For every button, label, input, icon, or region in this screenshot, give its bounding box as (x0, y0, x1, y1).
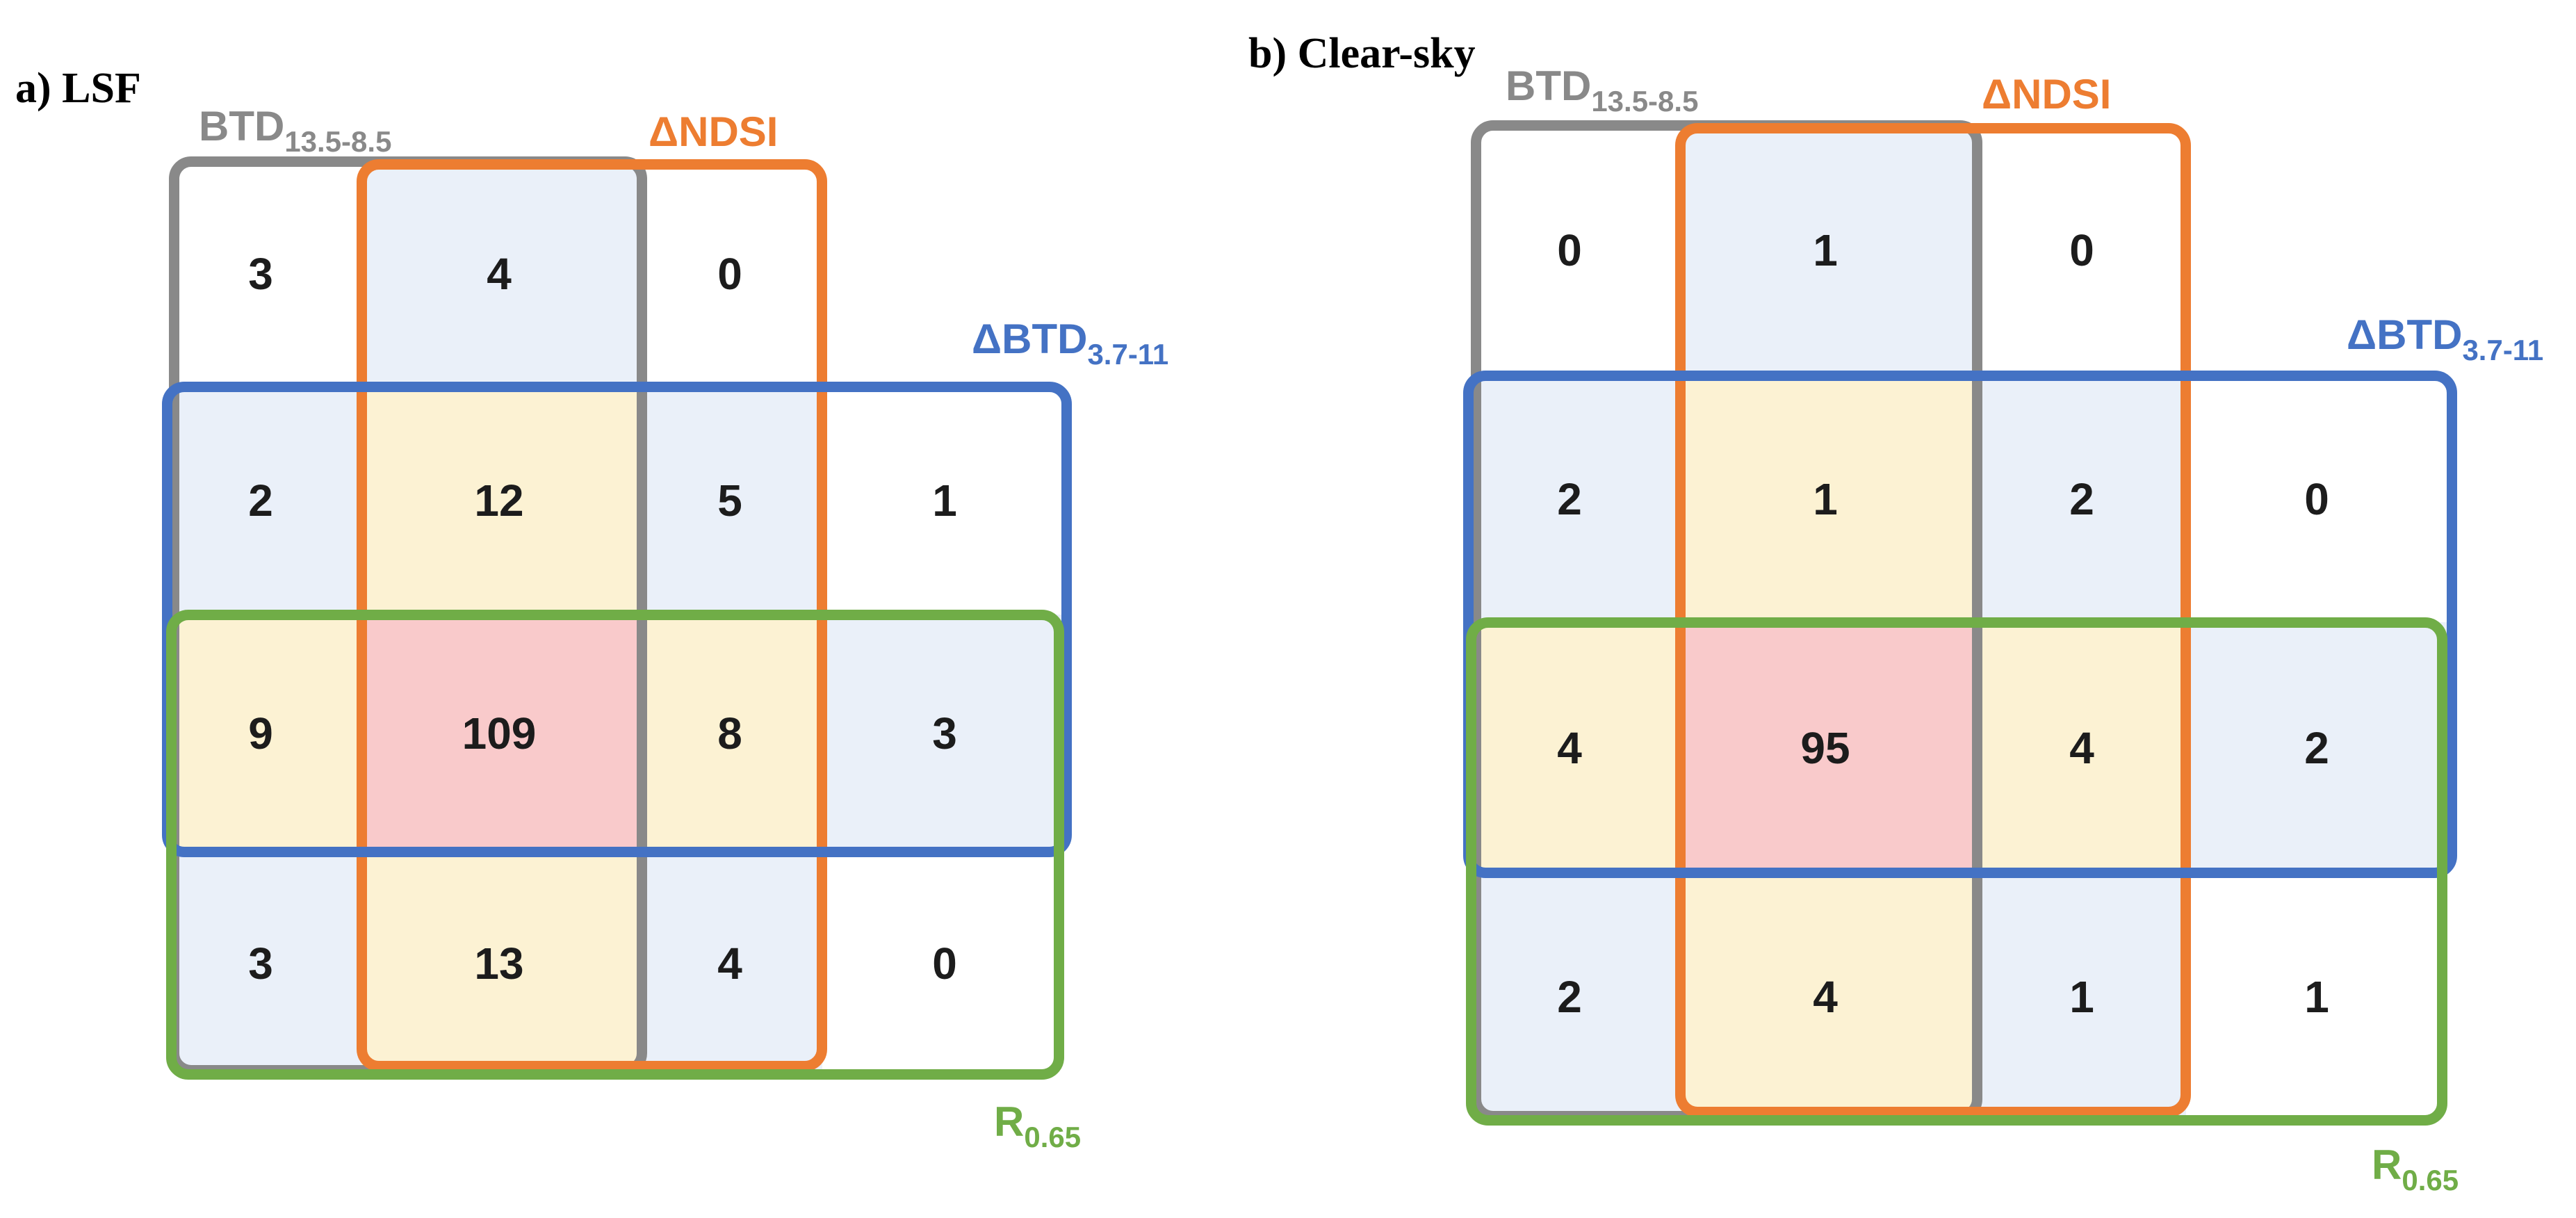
venn-count-b-r3c1: 4 (1557, 723, 1582, 773)
venn-count-b-r2c1: 2 (1557, 474, 1582, 524)
venn-count-b-r1c1: 0 (1557, 225, 1582, 275)
venn-count-b-r4c3: 1 (2069, 972, 2094, 1022)
venn-count-a-r3c4: 3 (932, 708, 957, 758)
cell-fill-b-r3c3 (1978, 622, 2186, 873)
venn-count-b-r1c2: 1 (1813, 225, 1838, 275)
set-label-ndsi-b-main: ΔNDSI (1982, 71, 2112, 117)
cell-fill-b-r4c2 (1680, 873, 1978, 1121)
cell-fill-b-r3c2 (1680, 622, 1978, 873)
set-label-btd-b: BTD13.5-8.5 (1506, 63, 1698, 116)
cell-fill-a-r4c3 (637, 852, 822, 1075)
panel-b-title: b) Clear-sky (1248, 30, 1476, 77)
set-label-btd-a-main: BTD (199, 103, 285, 149)
set-label-dbtd-b-main: ΔBTD (2347, 311, 2463, 358)
cell-fill-a-r2c2 (361, 387, 637, 615)
cell-fill-b-r1c2 (1680, 128, 1978, 375)
venn-count-a-r1c1: 3 (248, 249, 273, 299)
venn-count-a-r4c3: 4 (717, 939, 742, 989)
set-label-btd-a: BTD13.5-8.5 (199, 103, 391, 156)
venn-count-b-r2c3: 2 (2069, 474, 2094, 524)
set-label-ndsi-b: ΔNDSI (1982, 74, 2111, 115)
cell-fill-b-r3c4 (2186, 622, 2447, 873)
venn-count-a-r2c3: 5 (717, 476, 742, 526)
cell-fill-b-r2c1 (1476, 375, 1680, 622)
cell-fill-b-r3c1 (1476, 622, 1680, 873)
cell-fill-a-r3c4 (822, 615, 1067, 852)
set-label-btd-b-sub: 13.5-8.5 (1591, 85, 1699, 117)
venn-count-a-r1c3: 0 (717, 249, 742, 299)
set-label-r065-b-sub: 0.65 (2402, 1164, 2459, 1196)
set-label-r065-b: R0.65 (2372, 1142, 2459, 1195)
venn-count-b-r3c4: 2 (2304, 723, 2329, 773)
venn-count-b-r4c1: 2 (1557, 972, 1582, 1022)
venn-count-a-r4c1: 3 (248, 939, 273, 989)
set-label-r065-a: R0.65 (994, 1098, 1081, 1152)
venn-count-b-r4c2: 4 (1813, 972, 1838, 1022)
set-label-dbtd-a-sub: 3.7-11 (1087, 338, 1169, 371)
cell-fill-a-r3c2 (361, 615, 637, 852)
venn-count-b-r3c2: 95 (1800, 723, 1850, 773)
venn-count-a-r4c2: 13 (474, 939, 524, 989)
set-label-dbtd-b: ΔBTD3.7-11 (2347, 311, 2543, 365)
set-label-dbtd-b-sub: 3.7-11 (2462, 334, 2544, 366)
venn-count-a-r2c1: 2 (248, 476, 273, 526)
venn-count-a-r3c1: 9 (248, 708, 273, 758)
set-rect-r065-a (166, 610, 1064, 1080)
cell-fill-a-r2c1 (174, 387, 361, 615)
venn-count-a-r2c4: 1 (932, 476, 957, 526)
venn-count-a-r3c2: 109 (462, 708, 537, 758)
set-label-dbtd-a-main: ΔBTD (972, 316, 1088, 362)
venn-count-b-r1c3: 0 (2069, 225, 2094, 275)
set-label-ndsi-a-main: ΔNDSI (649, 108, 778, 155)
panel-a-title: a) LSF (15, 65, 141, 112)
cell-fill-a-r3c1 (174, 615, 361, 852)
venn-count-a-r2c2: 12 (474, 476, 524, 526)
cell-fill-b-r4c3 (1978, 873, 2186, 1121)
set-label-ndsi-a: ΔNDSI (649, 111, 778, 153)
set-label-r065-a-main: R (994, 1098, 1025, 1145)
cell-fill-a-r4c1 (174, 852, 361, 1075)
venn-count-b-r3c3: 4 (2069, 723, 2094, 773)
venn-count-a-r4c4: 0 (932, 939, 957, 989)
venn-count-b-r2c4: 0 (2304, 474, 2329, 524)
venn-count-b-r4c4: 1 (2304, 972, 2329, 1022)
venn-count-a-r3c3: 8 (717, 708, 742, 758)
cell-fill-b-r2c2 (1680, 375, 1978, 622)
cell-fill-a-r1c2 (361, 161, 637, 387)
cell-fill-a-r3c3 (637, 615, 822, 852)
set-rect-r065-b (1466, 617, 2447, 1126)
set-label-btd-b-main: BTD (1506, 63, 1592, 109)
cell-fill-a-r2c3 (637, 387, 822, 615)
venn-count-b-r2c2: 1 (1813, 474, 1838, 524)
cell-fill-a-r4c2 (361, 852, 637, 1075)
set-label-dbtd-a: ΔBTD3.7-11 (972, 316, 1168, 369)
set-label-r065-b-main: R (2372, 1142, 2402, 1188)
cell-fill-b-r2c3 (1978, 375, 2186, 622)
venn-count-a-r1c2: 4 (487, 249, 512, 299)
cell-fill-b-r4c1 (1476, 873, 1680, 1121)
set-label-btd-a-sub: 13.5-8.5 (284, 125, 392, 158)
set-label-r065-a-sub: 0.65 (1024, 1121, 1082, 1153)
